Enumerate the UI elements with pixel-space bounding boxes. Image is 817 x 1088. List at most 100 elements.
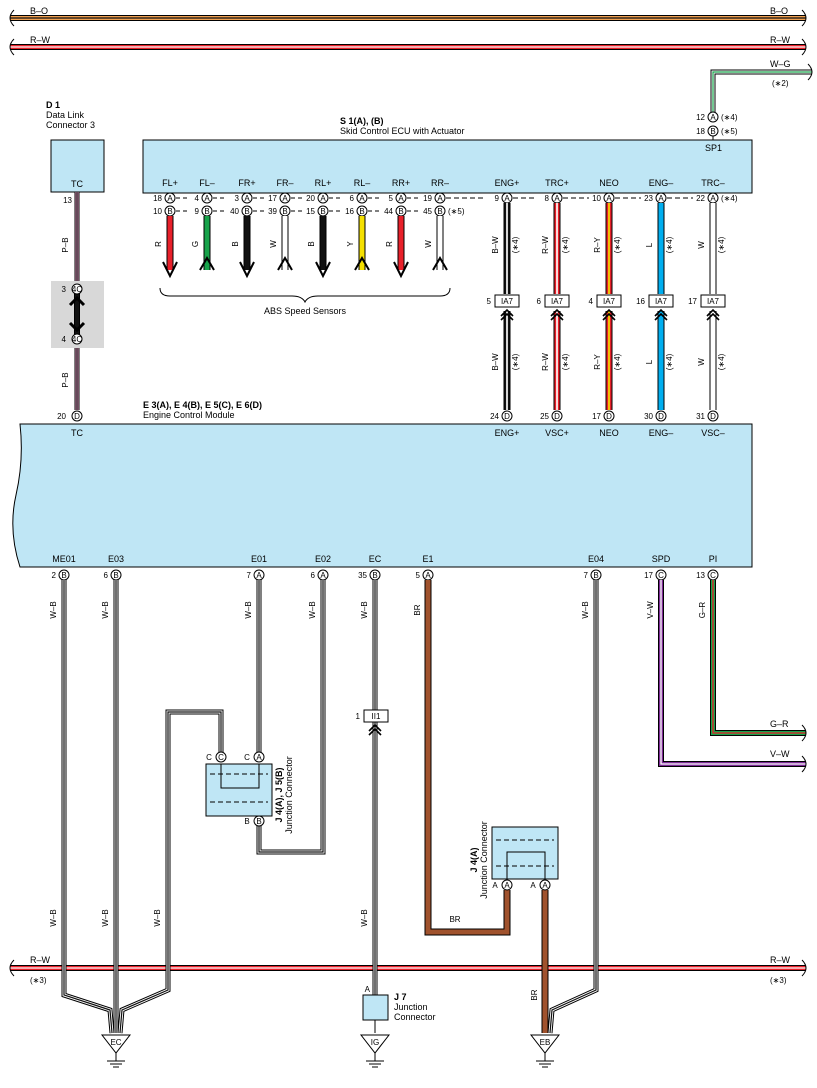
s1-id: S 1(A), (B) [340,116,384,126]
connector-chevron [550,308,564,321]
ecm-top-label: VSC+ [545,428,569,438]
pin-letter: B [593,571,598,580]
chevron-line [550,312,564,321]
pin-a-circle [317,192,329,204]
chevron-line [706,308,720,317]
pin-a-circle [356,192,368,204]
sensor-label: FR– [276,178,293,188]
me01-wire [61,580,115,1034]
connector-chevron [368,723,382,736]
sensor-label: RR– [431,178,449,188]
ec-wire-label-lower: W–B [360,909,369,926]
connector-chevron [500,308,514,321]
ecm-name: Engine Control Module [143,410,235,420]
sensor-label: RL+ [315,178,332,188]
chevron-line [500,308,514,317]
ground-0: EC [101,1034,131,1068]
j7-box [362,994,389,1021]
e1-wire-label-lower: BR [449,915,460,924]
bus-r-w-bottom-label-right: R–W [770,955,791,965]
j4j5-title: J 4(A), J 5(B) [274,767,284,822]
ecm-bottom-pin-no: 2 [52,571,57,580]
me01-wire-label: W–B [49,601,58,618]
pin-letter: A [542,881,548,890]
d1-box [50,139,105,193]
sensor-label: FL– [199,178,215,188]
j7-title: J 7 [394,992,407,1002]
ia7-box [596,294,622,308]
link-wire-label-lower: R–W [541,353,550,371]
pin-letter: A [554,194,560,203]
j4j5-box [205,763,273,817]
ecm-bottom-label: E04 [588,554,604,564]
link-wire-label-upper: R–W [541,236,550,254]
ecm-box [12,423,753,568]
tc-wire-label-upper: P–B [61,237,70,252]
j4a-title: J 4(A) [469,847,479,872]
sensor-arrow-down [162,261,178,279]
wire-core [711,70,812,112]
bus-break-left [9,959,15,977]
e04-wire [547,580,599,1034]
pin-a-circle [434,192,446,204]
ground-label: EC [110,1038,121,1047]
e04-wire-label: W–B [581,601,590,618]
sensor-pin-joiners [176,197,420,212]
j4a-name: Junction Connector [479,821,489,899]
wire-core [425,580,510,935]
pin-letter: D [74,412,80,421]
pin-letter: 4C [72,335,82,344]
sensor-arrow-up [354,256,370,271]
j4j5-c-tag: C [244,753,250,762]
ecm-bottom-label: E1 [422,554,433,564]
pi-break [801,724,807,742]
ecu-out-label: NEO [599,178,619,188]
sensor-arrow-up [432,256,448,271]
ia7-pin-no: 17 [688,297,697,306]
ecm-top-pin-no: 31 [696,412,705,421]
sp1-pin-12-connector: A [707,111,719,123]
spd-break [801,755,807,773]
chevron-line [602,308,616,317]
pin-b-letter: B [167,207,172,216]
data-link-connector-3: D 1 Data Link Connector 3 TC 13 [46,100,105,205]
spd-wire [658,580,806,767]
ecm-pin-letter: D [658,412,664,421]
ecm-bottom-label: PI [709,554,718,564]
pin-letter: A [710,194,716,203]
e03-wire-label-lower: W–B [101,909,110,926]
s1-name: Skid Control ECU with Actuator [340,126,465,136]
d1-id: D 1 [46,100,60,110]
ecm-bottom-label: E02 [315,554,331,564]
bus-r-w-bottom-note-left: (∗3) [30,976,47,985]
sensor-wire-color: R [154,241,163,247]
pin-a-letter: A [282,194,288,203]
link-note-lower: (∗4) [561,353,570,370]
ia7-label: IA7 [707,297,720,306]
link-note-lower: (∗4) [717,353,726,370]
link-wire-label-lower: R–Y [593,354,602,370]
link-note-upper: (∗4) [665,236,674,253]
pin-circle [253,815,265,827]
ia7-label: IA7 [603,297,616,306]
bus-b-o-label-right: B–O [770,6,788,16]
bus-break-left [9,9,15,27]
ecu-out-pin-no: 8 [545,194,550,203]
wire-stripe [63,580,113,1034]
ecm-tc-label: TC [71,428,83,438]
ecm-tc-pin-no: 20 [57,412,66,421]
link-note-upper: (∗4) [717,236,726,253]
pin-letter: A [658,194,664,203]
pin-b-no: 15 [306,207,315,216]
sensor-label: RR+ [392,178,410,188]
ia7-box [544,294,570,308]
ground-1: IG [360,1034,390,1068]
e1-wire-label: BR [413,604,422,615]
